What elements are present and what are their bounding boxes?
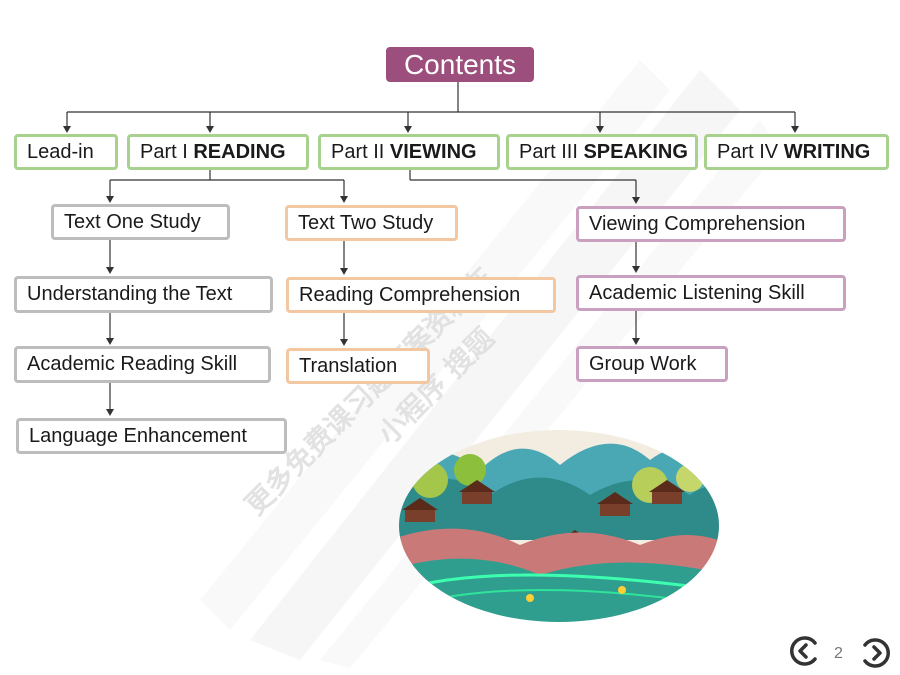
language-enhancement-label: Language Enhancement [29,424,247,447]
academic-reading-skill[interactable]: Academic Reading Skill [14,346,271,383]
part-speaking-prefix: Part III [519,140,584,163]
text-two-study[interactable]: Text Two Study [285,205,458,241]
page-number: 2 [834,645,843,662]
part-reading[interactable]: Part I READING [127,134,309,170]
previous-page-icon[interactable] [788,635,820,667]
academic-reading-skill-label: Academic Reading Skill [27,353,238,375]
group-work[interactable]: Group Work [576,346,728,382]
part-writing[interactable]: Part IV WRITING [704,134,889,170]
viewing-comprehension-label: Viewing Comprehension [589,212,806,235]
part-lead-in-label: Lead-in [27,140,94,163]
academic-listening-skill[interactable]: Academic Listening Skill [576,275,846,311]
part-writing-name: WRITING [783,140,871,163]
academic-listening-skill-label: Academic Listening Skill [589,281,805,304]
reading-comprehension-label: Reading Comprehension [299,283,521,306]
part-speaking-name: SPEAKING [583,140,688,163]
part-lead-in[interactable]: Lead-in [14,134,118,170]
text-one-study[interactable]: Text One Study [51,204,230,240]
part-viewing-prefix: Part II [331,140,390,163]
text-one-study-label: Text One Study [64,210,201,233]
viewing-comprehension[interactable]: Viewing Comprehension [576,206,846,242]
part-viewing-name: VIEWING [389,140,477,163]
language-enhancement[interactable]: Language Enhancement [16,418,287,454]
translation[interactable]: Translation [286,348,430,384]
part-writing-prefix: Part IV [717,140,784,163]
translation-label: Translation [299,354,398,377]
part-speaking[interactable]: Part III SPEAKING [506,134,698,170]
part-reading-prefix: Part I [140,140,194,163]
group-work-label: Group Work [589,352,697,375]
reading-comprehension[interactable]: Reading Comprehension [286,277,556,313]
understanding-the-text[interactable]: Understanding the Text [14,276,273,313]
landscape-illustration [399,430,719,622]
contents-title: Contents [386,47,534,82]
text-two-study-label: Text Two Study [298,211,434,234]
understanding-the-text-label: Understanding the Text [27,283,233,305]
next-page-icon[interactable] [860,637,892,669]
part-reading-name: READING [193,140,286,163]
arrowheads [63,126,799,416]
part-viewing[interactable]: Part II VIEWING [318,134,500,170]
